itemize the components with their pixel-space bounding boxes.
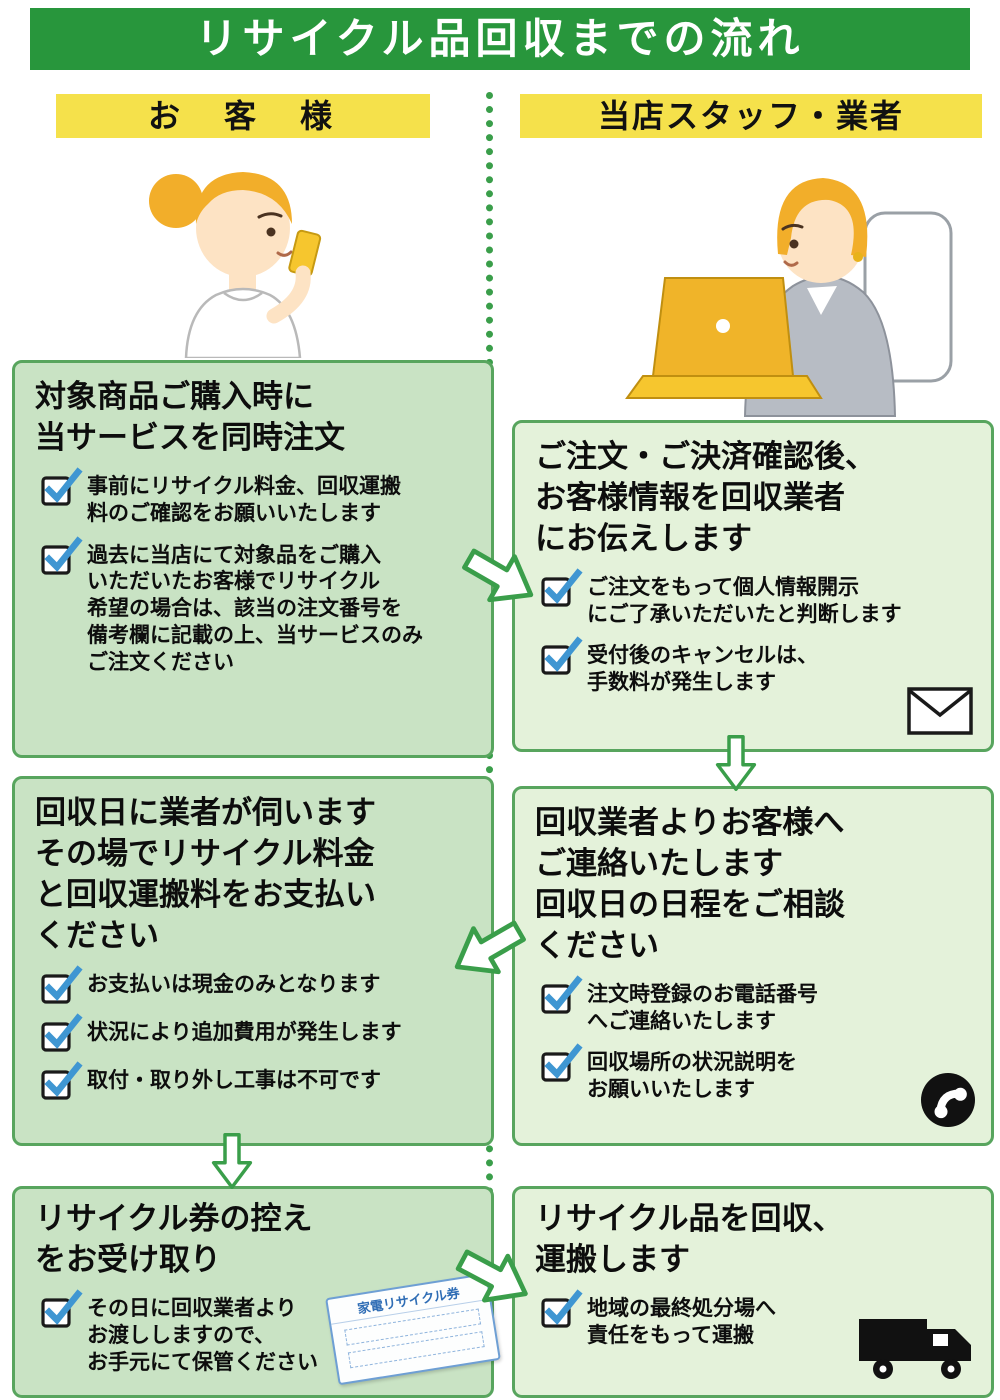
checked-checkbox-icon	[541, 1289, 587, 1329]
page-title: リサイクル品回収までの流れ	[30, 8, 970, 70]
checked-checkbox-icon	[41, 1013, 87, 1053]
staff-inform-title: ご注文・ご決済確認後、 お客様情報を回収業者 にお伝えします	[535, 439, 876, 556]
checklist-item: ご注文をもって個人情報開示 にご了承いただいたと判断します	[515, 568, 991, 629]
checklist-item: 受付後のキャンセルは、 手数料が発生します	[515, 636, 991, 697]
flow-arrow-order-to-inform	[462, 548, 534, 603]
checked-checkbox-icon	[541, 636, 587, 676]
checklist-item: その日に回収業者より お渡ししますので、 お手元にて保管ください	[15, 1289, 491, 1377]
flow-arrow-inform-to-contact	[715, 735, 757, 791]
checklist-item: 回収場所の状況説明を お願いいたします	[515, 1043, 991, 1104]
customer-column-header: お 客 様	[56, 94, 430, 138]
customer-ticket-title: リサイクル券の控え をお受け取り	[35, 1201, 313, 1277]
checklist-text: 状況により追加費用が発生します	[87, 1020, 402, 1044]
checked-checkbox-icon	[541, 1043, 587, 1083]
checked-checkbox-icon	[541, 568, 587, 608]
flow-arrow-ticket-to-collect	[455, 1249, 528, 1303]
truck-icon	[859, 1319, 971, 1379]
checklist-item: 地域の最終処分場へ 責任をもって運搬	[515, 1289, 991, 1350]
checked-checkbox-icon	[41, 467, 87, 507]
staff-contact-box: 回収業者よりお客様へ ご連絡いたします 回収日の日程をご相談 ください 注文時登…	[512, 786, 994, 1146]
staff-collect-box: リサイクル品を回収、 運搬します 地域の最終処分場へ 責任をもって運搬	[512, 1186, 994, 1398]
customer-ticket-box: リサイクル券の控え をお受け取り その日に回収業者より お渡ししますので、 お手…	[12, 1186, 501, 1398]
laptop-icon	[625, 277, 823, 399]
checklist-text: 受付後のキャンセルは、 手数料が発生します	[587, 644, 818, 695]
checklist-text: その日に回収業者より お渡ししますので、 お手元にて保管ください	[87, 1296, 318, 1374]
checklist-item: 注文時登録のお電話番号 へご連絡いたします	[515, 975, 991, 1036]
checked-checkbox-icon	[41, 965, 87, 1005]
envelope-icon	[907, 687, 973, 735]
staff-contact-title: 回収業者よりお客様へ ご連絡いたします 回収日の日程をご相談 ください	[535, 805, 845, 963]
checklist-text: 注文時登録のお電話番号 へご連絡いたします	[587, 982, 818, 1033]
staff-inform-box: ご注文・ご決済確認後、 お客様情報を回収業者 にお伝えします ご注文をもって個人…	[512, 420, 994, 752]
checklist-item: 取付・取り外し工事は不可です	[15, 1061, 491, 1101]
staff-column-header: 当店スタッフ・業者	[520, 94, 982, 138]
checklist-item: 状況により追加費用が発生します	[15, 1013, 491, 1053]
customer-order-title: 対象商品ご購入時に 当サービスを同時注文	[35, 379, 345, 455]
checked-checkbox-icon	[41, 1061, 87, 1101]
checklist-text: 過去に当店にて対象品をご購入 いただいたお客様でリサイクル 希望の場合は、該当の…	[87, 543, 423, 675]
checked-checkbox-icon	[41, 1289, 87, 1329]
checklist-text: 地域の最終処分場へ 責任をもって運搬	[587, 1296, 776, 1347]
staff-illustration	[625, 178, 953, 417]
customer-payment-title: 回収日に業者が伺います その場でリサイクル料金 と回収運搬料をお支払い ください	[35, 795, 376, 953]
customer-illustration	[149, 172, 322, 358]
customer-payment-box: 回収日に業者が伺います その場でリサイクル料金 と回収運搬料をお支払い ください…	[12, 776, 494, 1146]
checklist-text: お支払いは現金のみとなります	[87, 972, 381, 996]
staff-collect-title: リサイクル品を回収、 運搬します	[535, 1201, 844, 1277]
flow-arrow-contact-to-payment	[454, 920, 526, 975]
checklist-text: 事前にリサイクル料金、回収運搬 料のご確認をお願いいたします	[87, 474, 401, 525]
flow-arrow-payment-to-ticket	[211, 1133, 253, 1189]
phone-icon	[921, 1073, 975, 1127]
checklist-item: 過去に当店にて対象品をご購入 いただいたお客様でリサイクル 希望の場合は、該当の…	[15, 535, 491, 677]
checked-checkbox-icon	[41, 535, 87, 576]
checklist-text: 回収場所の状況説明を お願いいたします	[587, 1051, 797, 1102]
checklist-text: 取付・取り外し工事は不可です	[87, 1068, 381, 1092]
checklist-item: 事前にリサイクル料金、回収運搬 料のご確認をお願いいたします	[15, 467, 491, 528]
customer-order-box: 対象商品ご購入時に 当サービスを同時注文 事前にリサイクル料金、回収運搬 料のご…	[12, 360, 494, 758]
checked-checkbox-icon	[541, 975, 587, 1015]
checklist-text: ご注文をもって個人情報開示 にご了承いただいたと判断します	[587, 575, 902, 626]
checklist-item: お支払いは現金のみとなります	[15, 965, 491, 1005]
